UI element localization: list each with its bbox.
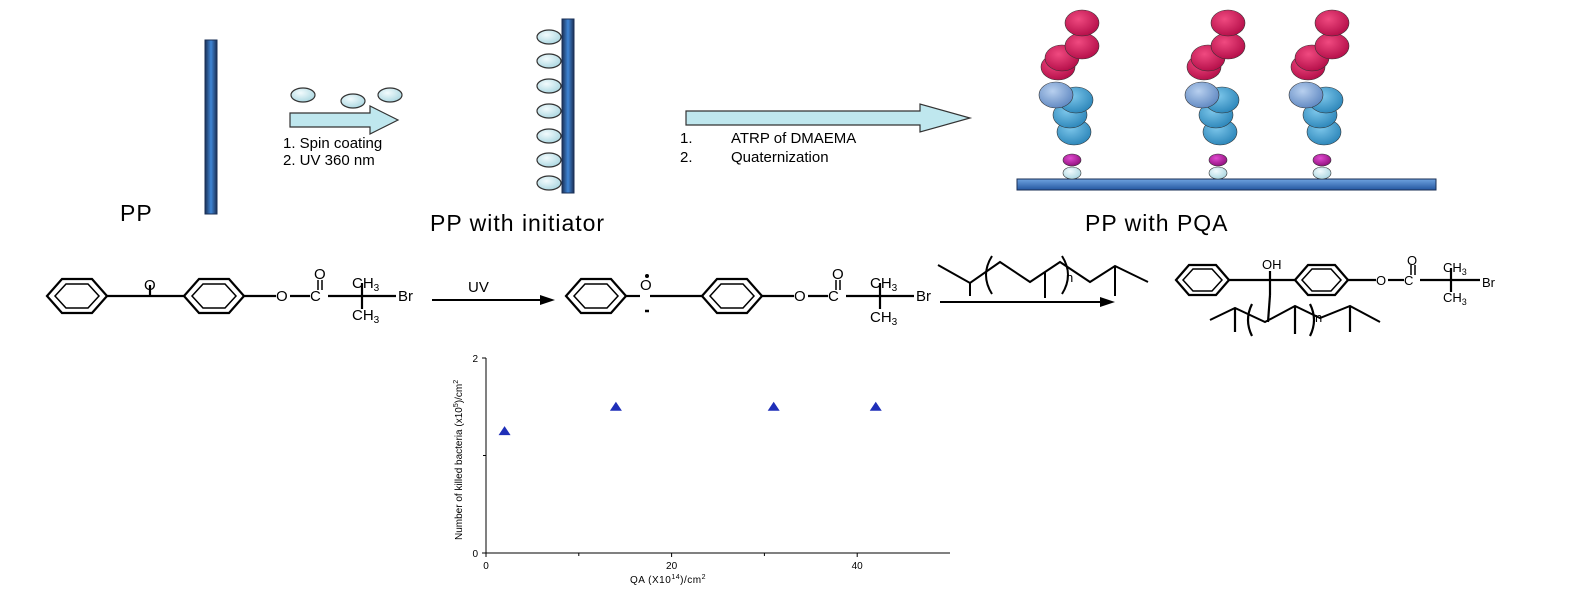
quaternized-bead	[1064, 32, 1100, 60]
ester-c-3: C	[1404, 273, 1413, 288]
anchor-bead	[1062, 166, 1082, 180]
step1-line1: 1. Spin coating	[283, 135, 382, 152]
quaternized-bead	[1210, 32, 1246, 60]
radical-o: O	[640, 277, 652, 294]
ester-carbonyl-o-2: O	[832, 266, 844, 283]
quaternized-bead	[1314, 9, 1350, 37]
uv-label: UV	[468, 279, 489, 296]
pp-pqa-label: PP with PQA	[1085, 210, 1229, 236]
oh-label: OH	[1262, 257, 1282, 272]
anchor-bead	[1208, 166, 1228, 180]
ester-c-2: C	[828, 288, 839, 305]
ester-carbonyl-o-3: O	[1407, 253, 1417, 268]
transition-bead	[1288, 81, 1324, 109]
br-1: Br	[398, 288, 413, 305]
y-tick-label: 2	[472, 354, 478, 365]
n-subscript-1: n	[1066, 270, 1073, 285]
pp-label: PP	[120, 200, 153, 226]
step2-text2: Quaternization	[731, 149, 829, 166]
x-tick-label: 40	[852, 561, 864, 572]
ch3-bottom-3: CH3	[1443, 290, 1467, 307]
data-point	[498, 426, 511, 436]
killed-bacteria-chart: 0 20 40 0 2 QA (X1014)/cm2 Number of killed …	[453, 354, 950, 586]
step2-text1: ATRP of DMAEMA	[731, 130, 856, 147]
initiator-bead	[1312, 153, 1332, 167]
n-subscript-2: n	[1315, 310, 1322, 325]
ch3-bottom-2: CH3	[870, 309, 898, 328]
br-2: Br	[916, 288, 931, 305]
step1-line2: 2. UV 360 nm	[283, 152, 375, 169]
ch3-top-2: CH3	[870, 275, 898, 294]
quaternized-bead	[1210, 9, 1246, 37]
ester-carbonyl-o-1: O	[314, 266, 326, 283]
ch3-top-3: CH3	[1443, 260, 1467, 277]
pp-initiator-film	[561, 18, 575, 194]
brush-chain	[1288, 9, 1350, 180]
pp-film	[204, 39, 218, 215]
brush-chain	[1038, 9, 1100, 180]
data-point	[869, 401, 882, 411]
x-tick-label: 20	[666, 561, 678, 572]
arrow-spin-coating	[289, 105, 400, 135]
reaction-labels: O O C O CH3 CH3 Br UV O O C O CH3 CH3 Br…	[144, 253, 1496, 328]
data-point	[609, 401, 622, 411]
reaction-scheme	[45, 255, 1480, 337]
br-3: Br	[1482, 275, 1496, 290]
x-tick-label: 0	[483, 561, 489, 572]
ester-c-1: C	[310, 288, 321, 305]
radical-intermediate	[564, 277, 914, 315]
quaternized-bead	[1064, 9, 1100, 37]
pp-initiator-label: PP with initiator	[430, 210, 605, 236]
ester-o-2: O	[794, 288, 806, 305]
y-axis-label: Number of killed bacteria (x105)/cm2	[453, 380, 465, 540]
anchor-bead	[1312, 166, 1332, 180]
ch3-bottom-1: CH3	[352, 307, 380, 326]
step2-num2: 2.	[680, 149, 693, 166]
initiator-bead	[1062, 153, 1082, 167]
carbonyl-o-1: O	[144, 277, 156, 294]
initiator-bead	[1208, 153, 1228, 167]
data-point	[767, 401, 780, 411]
pp-pqa-film	[1016, 178, 1437, 191]
polypropylene-chain	[937, 255, 1149, 298]
benzophenone-initiator	[45, 277, 396, 315]
grafted-product	[1174, 263, 1480, 337]
transition-bead	[1184, 81, 1220, 109]
ester-o-3: O	[1376, 273, 1386, 288]
quaternized-bead	[1314, 32, 1350, 60]
x-axis-label: QA (X1014)/cm2	[630, 574, 706, 586]
initiator-molecules	[290, 87, 403, 109]
attached-initiators	[536, 29, 562, 191]
polymer-brushes	[1038, 9, 1350, 180]
transition-bead	[1038, 81, 1074, 109]
arrow-atrp	[685, 103, 973, 133]
brush-chain	[1184, 9, 1246, 180]
ch3-top-1: CH3	[352, 275, 380, 294]
ester-o-1: O	[276, 288, 288, 305]
y-tick-label: 0	[472, 549, 478, 560]
step2-num1: 1.	[680, 130, 693, 147]
